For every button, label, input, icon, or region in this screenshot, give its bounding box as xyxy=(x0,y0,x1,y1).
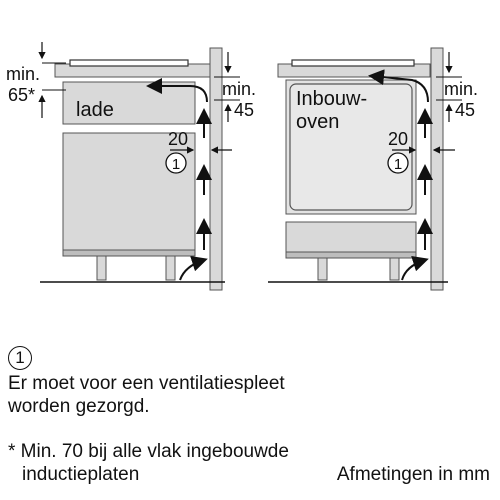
right-unit: Inbouw- oven min. 45 20 1 xyxy=(268,47,478,291)
left-hob xyxy=(69,59,189,67)
left-marker-number: 1 xyxy=(172,156,180,173)
left-gap-value: 20 xyxy=(168,129,188,149)
left-marker-circle xyxy=(165,152,187,174)
right-marker-circle xyxy=(387,152,409,174)
right-lower-drawer xyxy=(285,221,417,253)
footnote-line2: inductieplaten xyxy=(22,464,140,485)
oven-label-line2: oven xyxy=(296,111,339,133)
right-marker-number: 1 xyxy=(394,156,402,173)
left-plinth-bar xyxy=(62,249,196,257)
airflow-arrow xyxy=(146,78,208,103)
left-wall-clearance-value: 45 xyxy=(234,100,254,120)
airflow-arrow xyxy=(368,69,429,103)
left-top-clearance-value: 65* xyxy=(8,85,35,105)
right-wall-clearance-label: min. xyxy=(444,79,478,99)
ventilation-note-line2: worden gezorgd. xyxy=(8,396,150,417)
left-wall-clearance-label: min. xyxy=(222,79,256,99)
left-drawer xyxy=(62,81,196,125)
drawer-label: lade xyxy=(76,99,114,121)
right-plinth-bar xyxy=(285,251,417,259)
oven-label-line1: Inbouw- xyxy=(296,88,367,110)
right-wall-clearance-value: 45 xyxy=(455,100,475,120)
ventilation-note: Er moet voor een ventilatiespleet worden… xyxy=(8,372,285,418)
left-top-clearance-label: min. xyxy=(6,64,40,84)
left-cabinet xyxy=(62,132,196,251)
airflow-arrow xyxy=(179,255,208,281)
left-unit: lade min. 65* min. 45 20 1 xyxy=(6,42,256,291)
left-leg xyxy=(165,255,176,281)
units-note: Afmetingen in mm xyxy=(336,464,490,485)
right-leg xyxy=(389,257,400,281)
airflow-arrow xyxy=(401,255,429,281)
ventilation-note-line1: Er moet voor een ventilatiespleet xyxy=(8,373,285,394)
right-wall xyxy=(430,47,444,291)
footnote: * Min. 70 bij alle vlak ingebouwde induc… xyxy=(8,440,289,486)
right-gap-value: 20 xyxy=(388,129,408,149)
left-wall xyxy=(209,47,223,291)
right-leg xyxy=(317,257,328,281)
footnote-line1: * Min. 70 bij alle vlak ingebouwde xyxy=(8,441,289,462)
left-leg xyxy=(96,255,107,281)
legend-marker-circle: 1 xyxy=(8,346,32,370)
installation-diagram: lade min. 65* min. 45 20 1 xyxy=(6,42,478,291)
legend-marker: 1 xyxy=(8,346,32,370)
right-hob xyxy=(291,59,415,67)
